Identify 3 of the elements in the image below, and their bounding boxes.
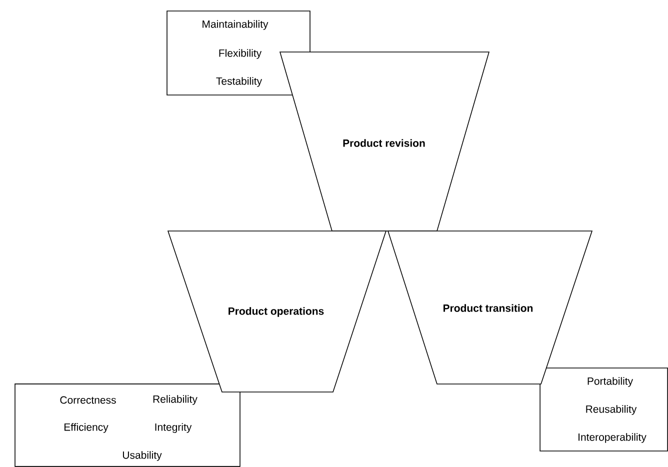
attribute-box: Portability Reusability Interoperability [540,368,668,452]
attribute-box: Maintainability Flexibility Testability [166,10,310,96]
attribute-box: Correctness Reliability Efficiency Integrity Usability [14,384,240,467]
